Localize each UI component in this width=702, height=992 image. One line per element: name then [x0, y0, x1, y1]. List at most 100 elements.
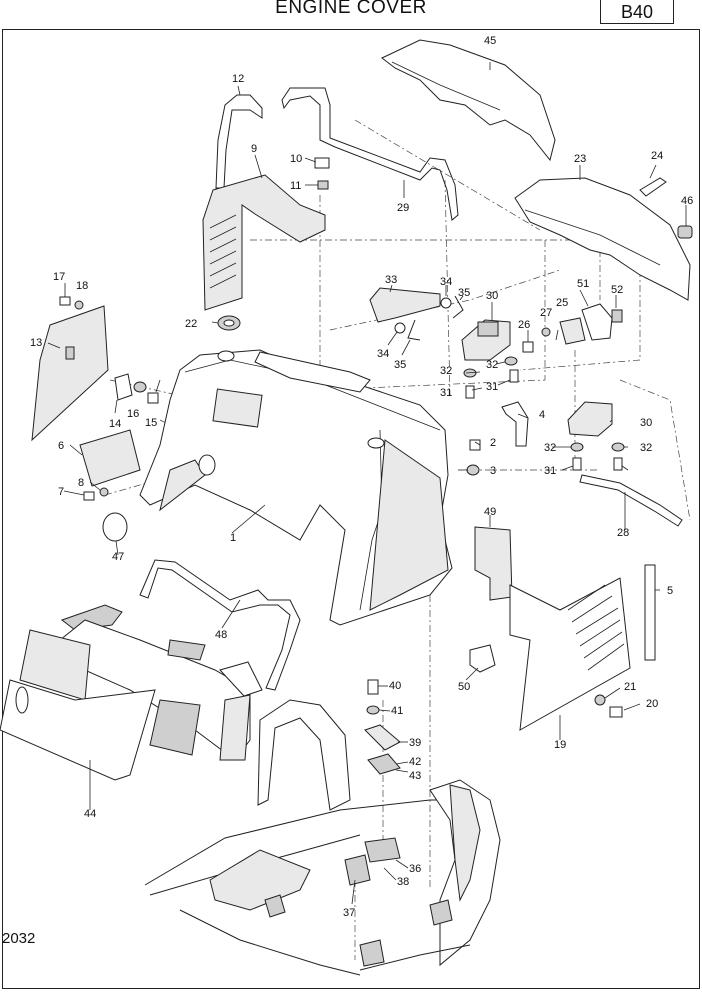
callout-31-c: 31 [544, 465, 556, 477]
washer-18 [74, 300, 84, 310]
washer-21 [594, 694, 606, 706]
section-code-box: B40 [600, 0, 674, 24]
cover-opening [212, 388, 263, 428]
pad-49 [474, 526, 513, 601]
bolt-7 [83, 491, 95, 501]
callout-24: 24 [651, 150, 663, 162]
callout-39: 39 [409, 737, 421, 749]
seal-4 [501, 401, 529, 447]
seal-strip-5 [644, 564, 656, 661]
callout-31-b: 31 [486, 381, 498, 393]
lock-25 [559, 317, 586, 345]
callout-40: 40 [389, 680, 401, 692]
callout-11: 11 [290, 180, 301, 192]
callout-14: 14 [109, 418, 121, 430]
callout-28: 28 [617, 527, 629, 539]
callout-22: 22 [185, 318, 197, 330]
callout-13: 13 [30, 337, 42, 349]
clip-50 [469, 644, 496, 673]
rear-cover-23 [514, 177, 691, 301]
callout-34-lower: 34 [377, 348, 389, 360]
callout-4: 4 [539, 409, 545, 421]
latch-46 [677, 225, 693, 239]
callout-37: 37 [343, 907, 355, 919]
callout-29: 29 [397, 202, 409, 214]
hinge-30-lower [567, 401, 613, 437]
callout-19: 19 [554, 739, 566, 751]
callout-20: 20 [646, 698, 658, 710]
bolt-2 [469, 439, 481, 451]
callout-36: 36 [409, 863, 421, 875]
callout-16: 16 [127, 408, 139, 420]
callout-2: 2 [490, 437, 496, 449]
cotter-pin-35-lower [407, 319, 421, 341]
bolt-26 [522, 341, 534, 353]
washer-32-c [570, 442, 584, 452]
striker-51 [581, 303, 613, 341]
callout-30-lower: 30 [640, 417, 652, 429]
key-24 [639, 177, 667, 197]
callout-3: 3 [490, 465, 496, 477]
latch-39 [364, 724, 401, 751]
base-frame [144, 699, 501, 976]
callout-48: 48 [215, 629, 227, 641]
callout-17: 17 [53, 271, 65, 283]
callout-18: 18 [76, 280, 88, 292]
callout-52: 52 [611, 284, 623, 296]
callout-31-a: 31 [440, 387, 452, 399]
callout-49: 49 [484, 506, 496, 518]
grille-louvers [567, 584, 625, 671]
callout-15: 15 [145, 417, 157, 429]
callout-12: 12 [232, 73, 244, 85]
front-panel-44 [0, 604, 263, 781]
bolt-31-d [613, 457, 623, 471]
seal-frame-48 [139, 559, 301, 691]
callout-32-a: 32 [440, 365, 452, 377]
seal-strip-28 [579, 474, 683, 527]
callout-45: 45 [484, 35, 496, 47]
callout-38: 38 [397, 876, 409, 888]
washer-41 [366, 705, 380, 715]
top-cover-45 [381, 39, 556, 162]
cover-ridge [254, 351, 371, 393]
nut-3 [466, 464, 480, 476]
callout-labels: 1 2 3 4 5 6 7 8 9 10 11 12 13 14 15 16 1… [30, 35, 693, 919]
cover-port [198, 454, 216, 476]
pin-52 [611, 309, 623, 323]
callout-50: 50 [458, 681, 470, 693]
side-bracket-9 [202, 174, 326, 311]
bolt-10 [314, 157, 330, 169]
callout-46: 46 [681, 195, 693, 207]
callout-44: 44 [84, 808, 96, 820]
cover-side-panel [369, 439, 449, 611]
callout-1: 1 [230, 532, 236, 544]
bolt-31-b [509, 369, 519, 383]
washer-8 [99, 487, 109, 497]
callout-32-c: 32 [544, 442, 556, 454]
callout-32-d: 32 [640, 442, 652, 454]
callout-5: 5 [667, 585, 673, 597]
callout-35-lower: 35 [394, 359, 406, 371]
page-title: ENGINE COVER [275, 0, 427, 18]
seal-frame-29 [281, 87, 459, 221]
washer-32-b [504, 356, 518, 366]
side-panel-13 [31, 305, 109, 442]
grommet-hole [223, 319, 235, 327]
hinge-knuckle [477, 321, 499, 337]
callout-42: 42 [409, 756, 421, 768]
support-arm-33 [369, 287, 441, 323]
bolt-17 [59, 296, 71, 306]
bolt-31-c [572, 457, 582, 471]
cover-boss-top [217, 350, 235, 362]
cover-plate-6 [79, 429, 141, 487]
panel-slot [65, 346, 75, 360]
callout-33: 33 [385, 274, 397, 286]
callout-27: 27 [540, 307, 552, 319]
plate-42-43 [367, 753, 401, 775]
callout-43: 43 [409, 770, 421, 782]
callout-10: 10 [290, 153, 302, 165]
seal-strip-12 [215, 94, 263, 189]
callout-25: 25 [556, 297, 568, 309]
callout-21: 21 [624, 681, 636, 693]
